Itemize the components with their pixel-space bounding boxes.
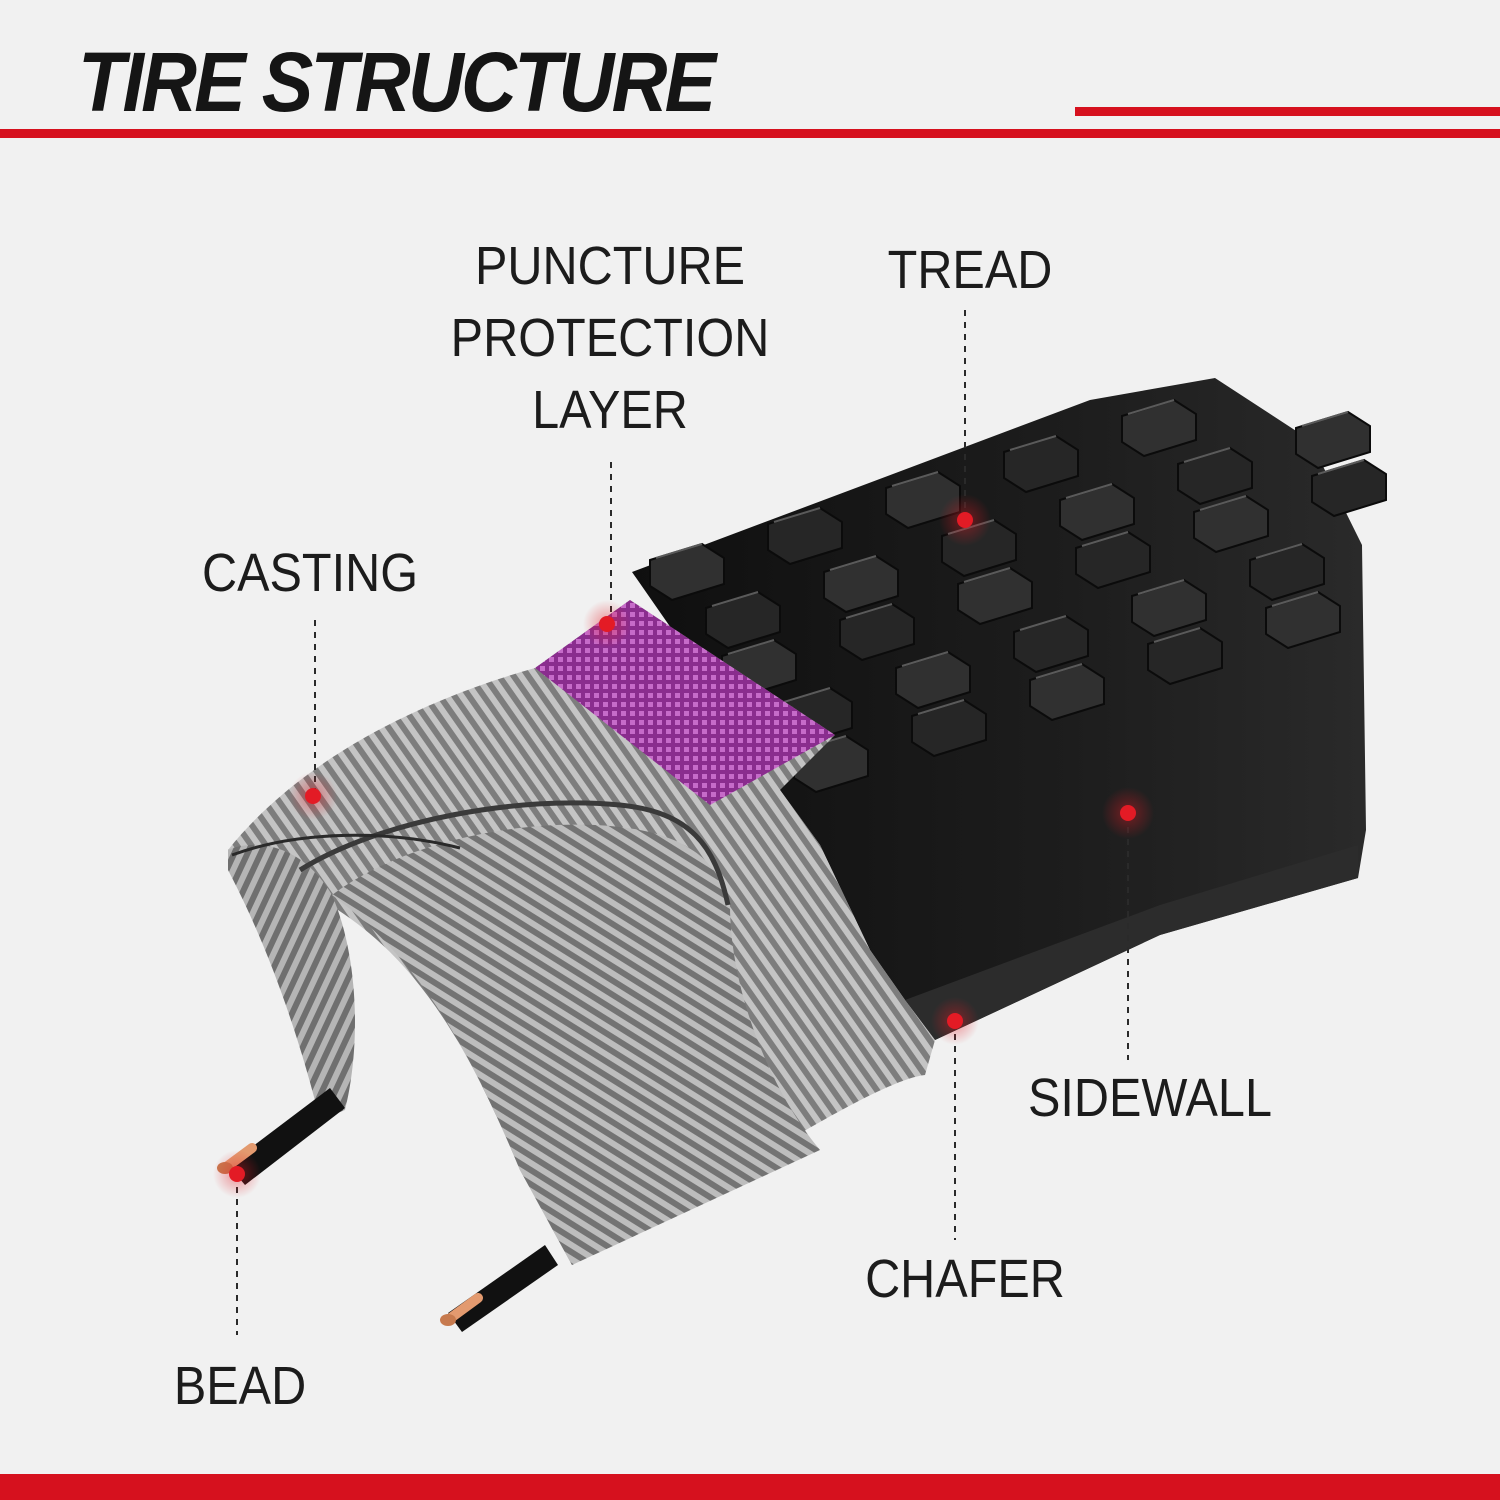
tread-knob-highlight	[1035, 663, 1083, 679]
tread-knob-highlight	[1081, 531, 1129, 547]
tread-knob-highlight	[1183, 447, 1231, 463]
sidewall-band	[905, 845, 1358, 1040]
tread-knob-highlight	[783, 687, 831, 703]
marker-casting	[289, 772, 337, 820]
label-puncture-line-3: LAYER	[532, 380, 688, 440]
marker-chafer	[931, 997, 979, 1045]
tread-knob-highlight	[1019, 615, 1067, 631]
label-chafer: CHAFER	[865, 1249, 1065, 1309]
tread-knob-highlight	[655, 543, 703, 559]
tread-knob-highlight	[711, 591, 759, 607]
label-bead: BEAD	[173, 1356, 307, 1416]
casing-rim-edge	[231, 833, 461, 857]
tread-knob-highlight	[1199, 495, 1247, 511]
label-puncture-line-1: PUNCTURE	[474, 236, 745, 296]
tread-knob	[1295, 410, 1371, 470]
tread-knob-highlight	[963, 567, 1011, 583]
tread-knob-highlight	[829, 555, 877, 571]
marker-tread	[939, 494, 991, 546]
tread-knob-highlight	[1271, 591, 1319, 607]
marker-sidewall	[1102, 787, 1154, 839]
tread-knob-highlight	[845, 603, 893, 619]
tread-knob-highlight	[891, 471, 939, 487]
tread-knob-highlight	[1009, 435, 1057, 451]
casing-left-flap	[228, 844, 355, 1120]
casing-inner	[332, 824, 820, 1265]
label-casting: CASTING	[202, 543, 419, 603]
page-title: TIRE STRUCTURE	[78, 35, 716, 129]
header-rule	[0, 129, 1500, 138]
header-accent-rule	[1075, 107, 1500, 116]
bead-right	[440, 1245, 558, 1332]
tread-knobs	[649, 398, 1387, 794]
marker-puncture	[583, 600, 631, 648]
tread-knob-highlight	[1153, 627, 1201, 643]
tread-knob-highlight	[727, 639, 775, 655]
puncture-protection-mesh	[535, 600, 835, 805]
tread-knob-highlight	[1317, 459, 1365, 475]
tread-knob-highlight	[773, 507, 821, 523]
marker-bead	[213, 1150, 261, 1198]
label-sidewall: SIDEWALL	[1028, 1068, 1272, 1128]
label-tread: TREAD	[887, 240, 1053, 300]
tread-knob-highlight	[901, 651, 949, 667]
footer-accent-bar	[0, 1474, 1500, 1500]
label-puncture-protection-layer: PUNCTURE PROTECTION LAYER	[448, 230, 772, 446]
tread-knob-highlight	[1137, 579, 1185, 595]
tread-knob-highlight	[917, 699, 965, 715]
tread-knob-highlight	[1065, 483, 1113, 499]
tread-knob-highlight	[1301, 411, 1349, 427]
label-puncture-line-2: PROTECTION	[450, 308, 770, 368]
tread-knob-highlight	[1255, 543, 1303, 559]
tread-knob-highlight	[1127, 399, 1175, 415]
